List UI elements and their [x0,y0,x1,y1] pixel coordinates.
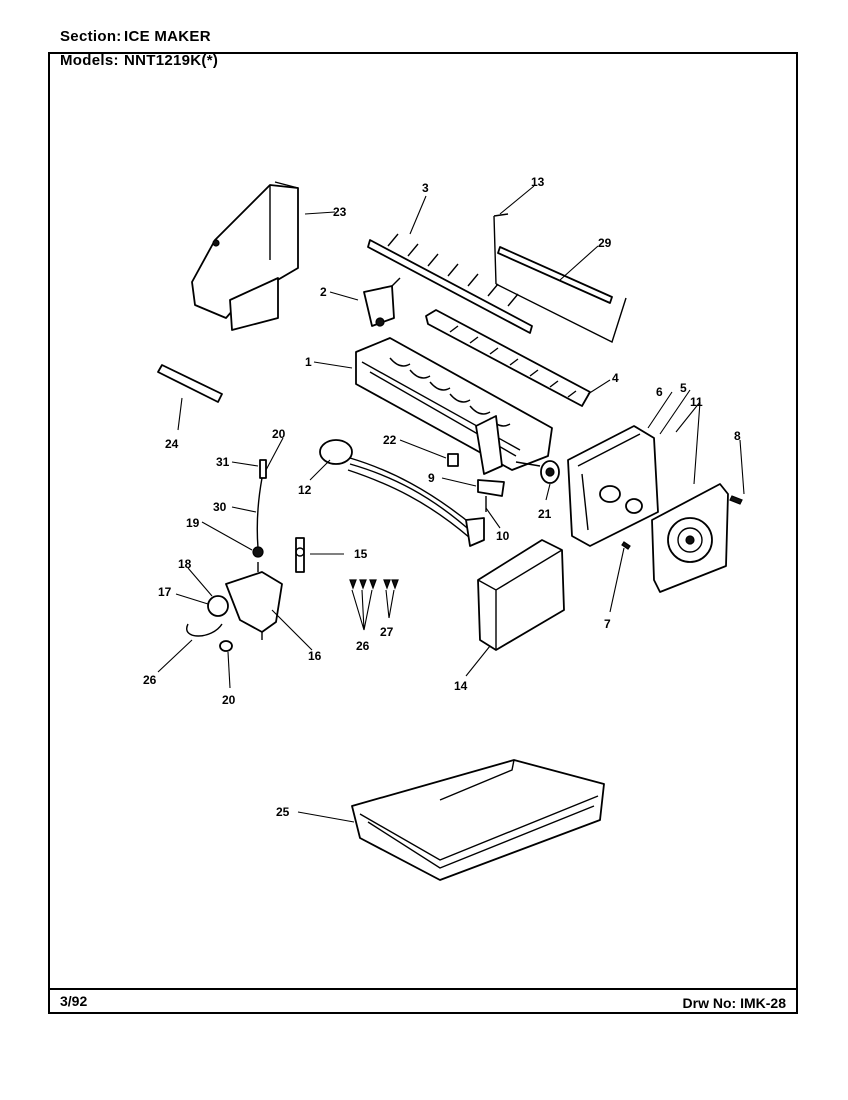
callout-12: 12 [298,483,312,497]
callout-9: 9 [428,471,435,485]
callout-1: 1 [305,355,312,369]
part-wiring-harness [319,439,485,547]
section-header: Section:ICE MAKER [60,28,211,45]
callout-21: 21 [538,507,552,521]
callout-17: 17 [158,585,172,599]
part-bracket [363,277,401,327]
callout-23: 23 [333,205,347,219]
part-water-valve [186,562,283,652]
callout-4: 4 [612,371,619,385]
part-shutoff-arm [493,213,627,343]
part-inlet-tube [252,459,267,558]
callout-5: 5 [680,381,687,395]
callout-20-top: 20 [272,427,286,441]
callout-8: 8 [734,429,741,443]
part-mold [355,337,553,475]
leader-lines [157,185,745,823]
callout-24: 24 [165,437,179,451]
models-value: NNT1219K(*) [124,52,219,69]
callout-19: 19 [186,516,200,530]
part-motor-plate [651,483,729,593]
callout-16: 16 [308,649,322,663]
part-ejector [367,233,533,334]
callout-29: 29 [598,236,612,250]
drawing-frame [48,52,798,1014]
callout-22: 22 [383,433,397,447]
callout-14: 14 [454,679,468,693]
part-screws [621,495,743,550]
models-header: Models: NNT1219K(*) [60,52,218,69]
models-label: Models: [60,52,119,69]
footer-rule [48,988,798,990]
part-fill-tube [157,364,223,403]
part-ice-chute [191,181,299,331]
callout-15: 15 [354,547,368,561]
callout-26: 26 [143,673,157,687]
part-small-hardware [447,453,560,512]
callout-labels: 23 3 13 29 2 1 4 6 5 11 8 24 20 31 30 19… [143,175,741,819]
callout-20-bottom: 20 [222,693,236,707]
footer-date: 3/92 [60,993,88,1009]
callout-3: 3 [422,181,429,195]
footer-drawing-number: Drw No: IMK-28 [682,995,786,1011]
part-cover [477,539,565,651]
callout-18: 18 [178,557,192,571]
callout-6: 6 [656,385,663,399]
callout-26-screws: 26 [356,639,370,653]
callout-27: 27 [380,625,394,639]
callout-7: 7 [604,617,611,631]
part-ice-bin [351,759,605,881]
section-label: Section: [60,28,122,45]
part-clamp [295,537,305,573]
callout-25: 25 [276,805,290,819]
callout-11: 11 [690,395,703,409]
part-housing [567,425,659,547]
callout-31: 31 [216,455,230,469]
section-value: ICE MAKER [124,28,211,45]
callout-10: 10 [496,529,510,543]
part-stripper [425,309,591,407]
part-screw-set [349,579,399,590]
callout-13: 13 [531,175,545,189]
callout-2: 2 [320,285,327,299]
callout-30: 30 [213,500,227,514]
